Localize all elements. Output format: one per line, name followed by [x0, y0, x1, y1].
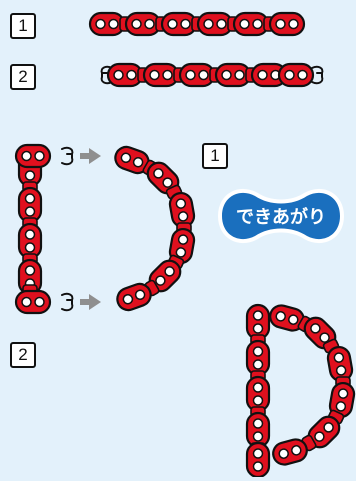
step-number-1: 1 [202, 143, 228, 169]
row2-chain [100, 62, 324, 88]
chain-link-icon [17, 222, 43, 260]
step-number-row1: 1 [10, 13, 36, 39]
chain-link-icon [178, 62, 216, 88]
chain-link-icon [245, 339, 271, 377]
badge-label: できあがり [236, 206, 326, 228]
completed-d-shape [245, 301, 356, 479]
chain-link-icon [124, 11, 162, 37]
chain-link-icon [106, 62, 144, 88]
chain-link-icon [14, 143, 52, 169]
open-clip-icon [61, 292, 74, 312]
chain-link-icon [142, 62, 180, 88]
chain-link-icon [232, 11, 270, 37]
open-clip-icon [61, 146, 74, 166]
chain-link-icon [245, 303, 271, 341]
chain-link-icon [245, 411, 271, 449]
row1-chain [88, 11, 306, 37]
chain-link-icon [14, 289, 52, 315]
chain-link-icon [269, 435, 311, 469]
chain-link-icon [196, 11, 234, 37]
chain-link-icon [88, 11, 126, 37]
curved-chain [111, 142, 197, 315]
chain-link-icon [160, 11, 198, 37]
chain-link-icon [245, 375, 271, 413]
chain-link-icon [214, 62, 252, 88]
arrow-right-icon [80, 148, 101, 164]
completion-badge: できあがり [217, 188, 345, 244]
chain-link-icon [17, 186, 43, 224]
step-number-2: 2 [10, 342, 36, 368]
chain-link-icon [268, 11, 306, 37]
left-vertical-chain [14, 143, 74, 315]
chain-link-icon [245, 441, 271, 479]
chain-link-icon [277, 62, 315, 88]
arrow-right-icon [80, 294, 101, 310]
step-number-row2: 2 [10, 64, 36, 90]
